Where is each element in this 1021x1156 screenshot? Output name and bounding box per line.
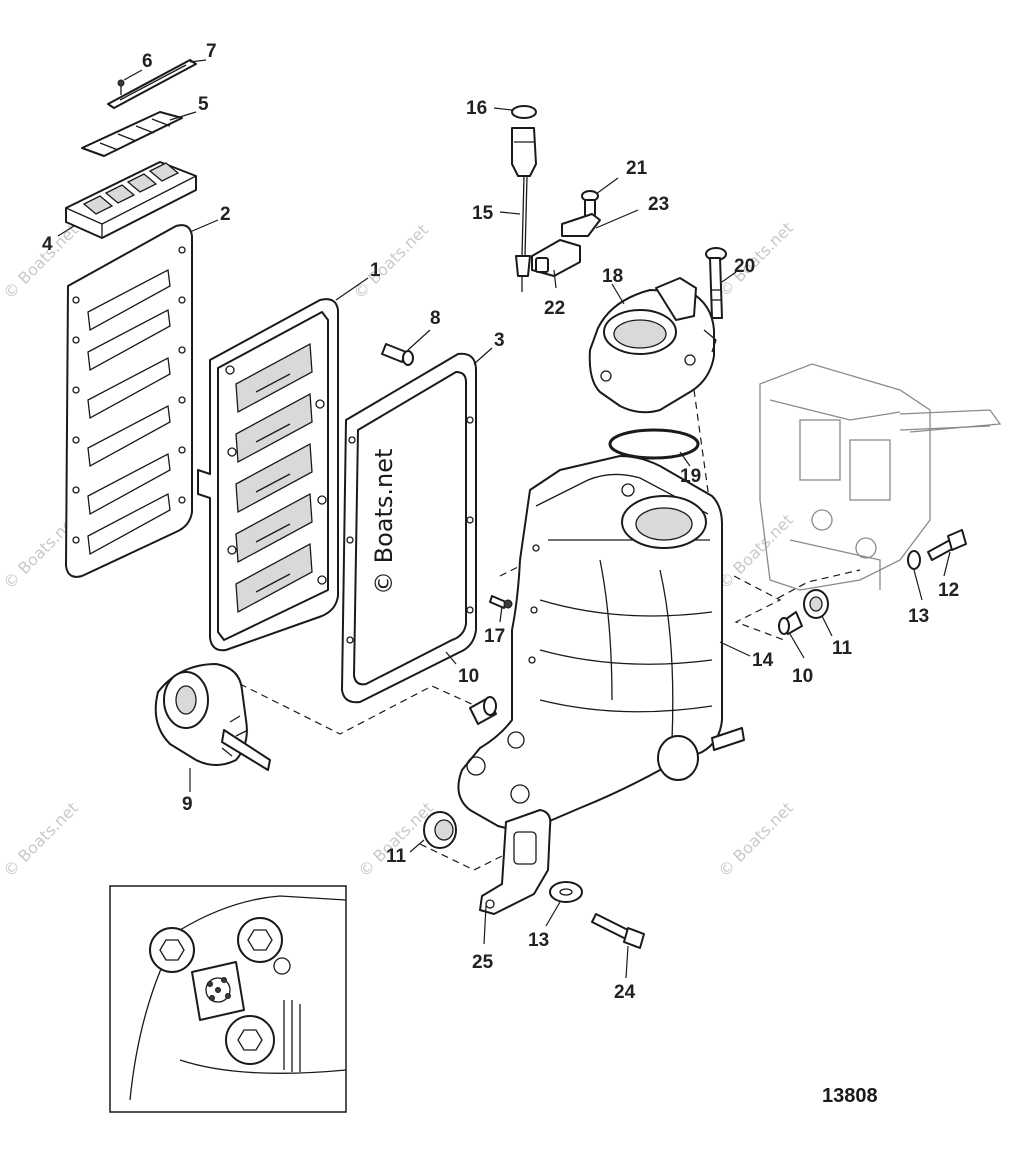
callout-20: 19	[680, 466, 701, 487]
callout-10-left: 10	[458, 666, 479, 687]
callout-16: 15	[472, 203, 494, 224]
throttle-body	[588, 277, 717, 414]
valve-assembly	[154, 663, 271, 792]
small-screw	[489, 595, 513, 609]
washer-right	[907, 550, 921, 570]
watermark-text: © Boats.net	[714, 798, 796, 880]
callout-18: 17	[484, 626, 505, 647]
callout-3: 3	[494, 330, 505, 351]
callout-25: 25	[472, 952, 494, 973]
washer-hole	[559, 888, 573, 896]
throttle-bolt	[705, 247, 727, 319]
reed-petals	[81, 111, 183, 157]
reed-screw	[117, 79, 125, 95]
mount-bolt	[927, 529, 967, 561]
reed-plate-gasket	[65, 224, 193, 578]
sensor-bracket	[561, 213, 601, 237]
callout-2: 2	[220, 204, 231, 225]
callout-14: 14	[752, 650, 774, 671]
washer-left	[549, 881, 583, 903]
watermark-text: © Boats.net	[714, 218, 796, 300]
callout-numbers: 7 6 5 4 2 1 8 3 16 15 21 23 20 22 18 19 …	[42, 41, 959, 1003]
sensor-o-ring	[511, 105, 537, 119]
callout-13-left: 13	[528, 930, 549, 951]
callout-9: 9	[182, 794, 193, 815]
callout-19: 18	[602, 266, 623, 287]
callout-6: 6	[142, 51, 153, 72]
callout-15: 24	[614, 982, 636, 1003]
engine-ghost	[759, 363, 1002, 591]
callout-1: 1	[370, 260, 381, 281]
center-watermark: © Boats.net	[370, 449, 398, 595]
inset-detail	[109, 885, 347, 1113]
callout-10-right: 10	[792, 666, 813, 687]
callout-11-left: 11	[386, 846, 407, 867]
reed-plate	[197, 298, 339, 652]
reed-plate-screw	[381, 343, 414, 366]
sensor-bolt	[581, 190, 599, 217]
plug-left	[423, 811, 457, 849]
mount-bracket	[479, 809, 552, 915]
fitting-left	[469, 696, 497, 725]
fitting-right	[778, 611, 803, 635]
reed-stop-strip	[107, 59, 197, 109]
callout-23: 22	[544, 298, 565, 319]
temperature-sensor	[511, 127, 537, 292]
throttle-o-ring	[608, 428, 700, 460]
intake-manifold-housing	[457, 455, 745, 830]
callout-24: 23	[648, 194, 669, 215]
manifold-gasket	[341, 352, 477, 704]
figure-number: 13808	[822, 1085, 878, 1107]
map-sensor	[531, 239, 581, 277]
leader-lines	[57, 59, 951, 979]
callout-12: 12	[938, 580, 959, 601]
callout-7: 7	[206, 41, 217, 62]
watermark-text: © Boats.net	[349, 220, 431, 302]
callout-5: 5	[198, 94, 209, 115]
callout-8: 8	[430, 308, 441, 329]
plug-right	[803, 589, 829, 619]
bracket-bolt	[591, 913, 645, 949]
watermark-text: © Boats.net	[354, 798, 436, 880]
watermark-text: © Boats.net	[0, 798, 82, 880]
callout-11-right: 11	[832, 638, 853, 659]
reed-block	[65, 161, 197, 239]
callout-17: 16	[466, 98, 487, 119]
callout-22: 21	[626, 158, 648, 179]
callout-21: 20	[734, 256, 755, 277]
callout-4: 4	[42, 234, 53, 255]
callout-13-right: 13	[908, 606, 929, 627]
watermark-text: © Boats.net	[714, 510, 796, 592]
